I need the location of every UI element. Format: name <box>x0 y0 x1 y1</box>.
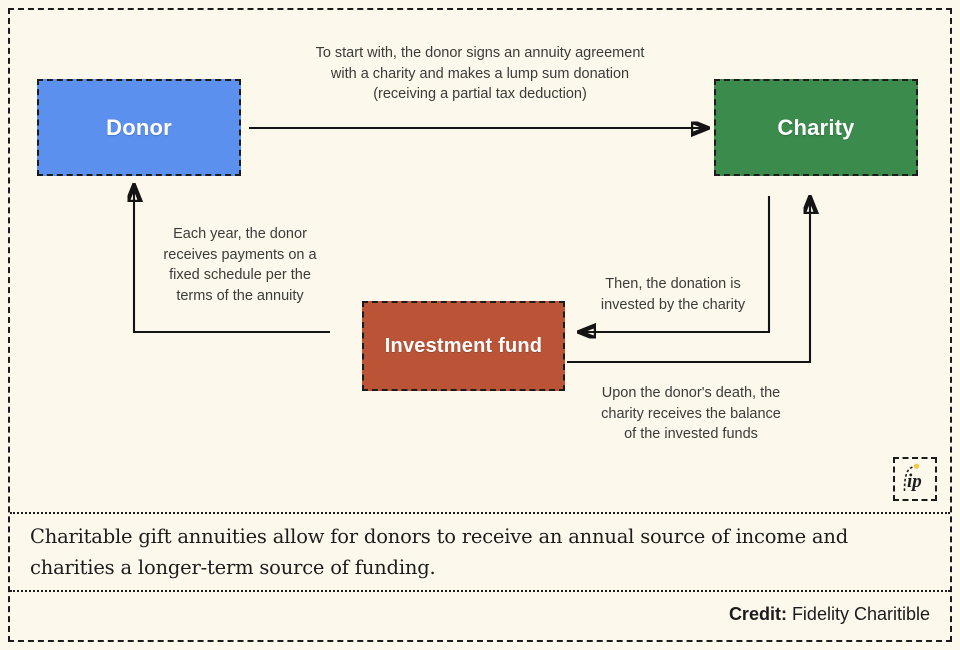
annotation-investment-to-donor: Each year, the donor receives payments o… <box>163 226 317 304</box>
credit-label: Credit: <box>728 604 787 624</box>
node-charity[interactable]: Charity <box>714 79 918 176</box>
flow-diagram-area: Donor Charity Investment fund To start w… <box>0 0 960 501</box>
svg-text:ip: ip <box>907 471 922 492</box>
credit-line: Credit: Fidelity Charitible <box>729 604 930 625</box>
annotation-charity-to-investment: Then, the donation is invested by the ch… <box>600 276 746 313</box>
arrow-investment-to-donor <box>134 186 330 334</box>
ip-logo-badge: ip <box>893 457 937 501</box>
caption-text: Charitable gift annuities allow for dono… <box>30 525 848 580</box>
annotation-investment-to-charity: Upon the donor's death, the charity rece… <box>601 385 781 443</box>
credit-source: Fidelity Charitible <box>786 604 930 624</box>
arrow-charity-to-investment <box>580 196 771 332</box>
node-donor-label: Donor <box>106 114 172 140</box>
ip-logo-icon: ip <box>903 463 922 492</box>
arrow-connectors <box>0 0 960 364</box>
arrow-investment-to-charity <box>567 198 810 364</box>
annotation-donor-to-charity: To start with, the donor signs an annuit… <box>315 45 645 103</box>
node-investment-fund[interactable]: Investment fund <box>362 301 565 391</box>
caption-divider <box>10 512 950 514</box>
node-investment-fund-label: Investment fund <box>384 334 543 357</box>
credit-divider <box>10 590 950 592</box>
node-charity-label: Charity <box>777 114 855 140</box>
node-donor[interactable]: Donor <box>37 79 241 176</box>
